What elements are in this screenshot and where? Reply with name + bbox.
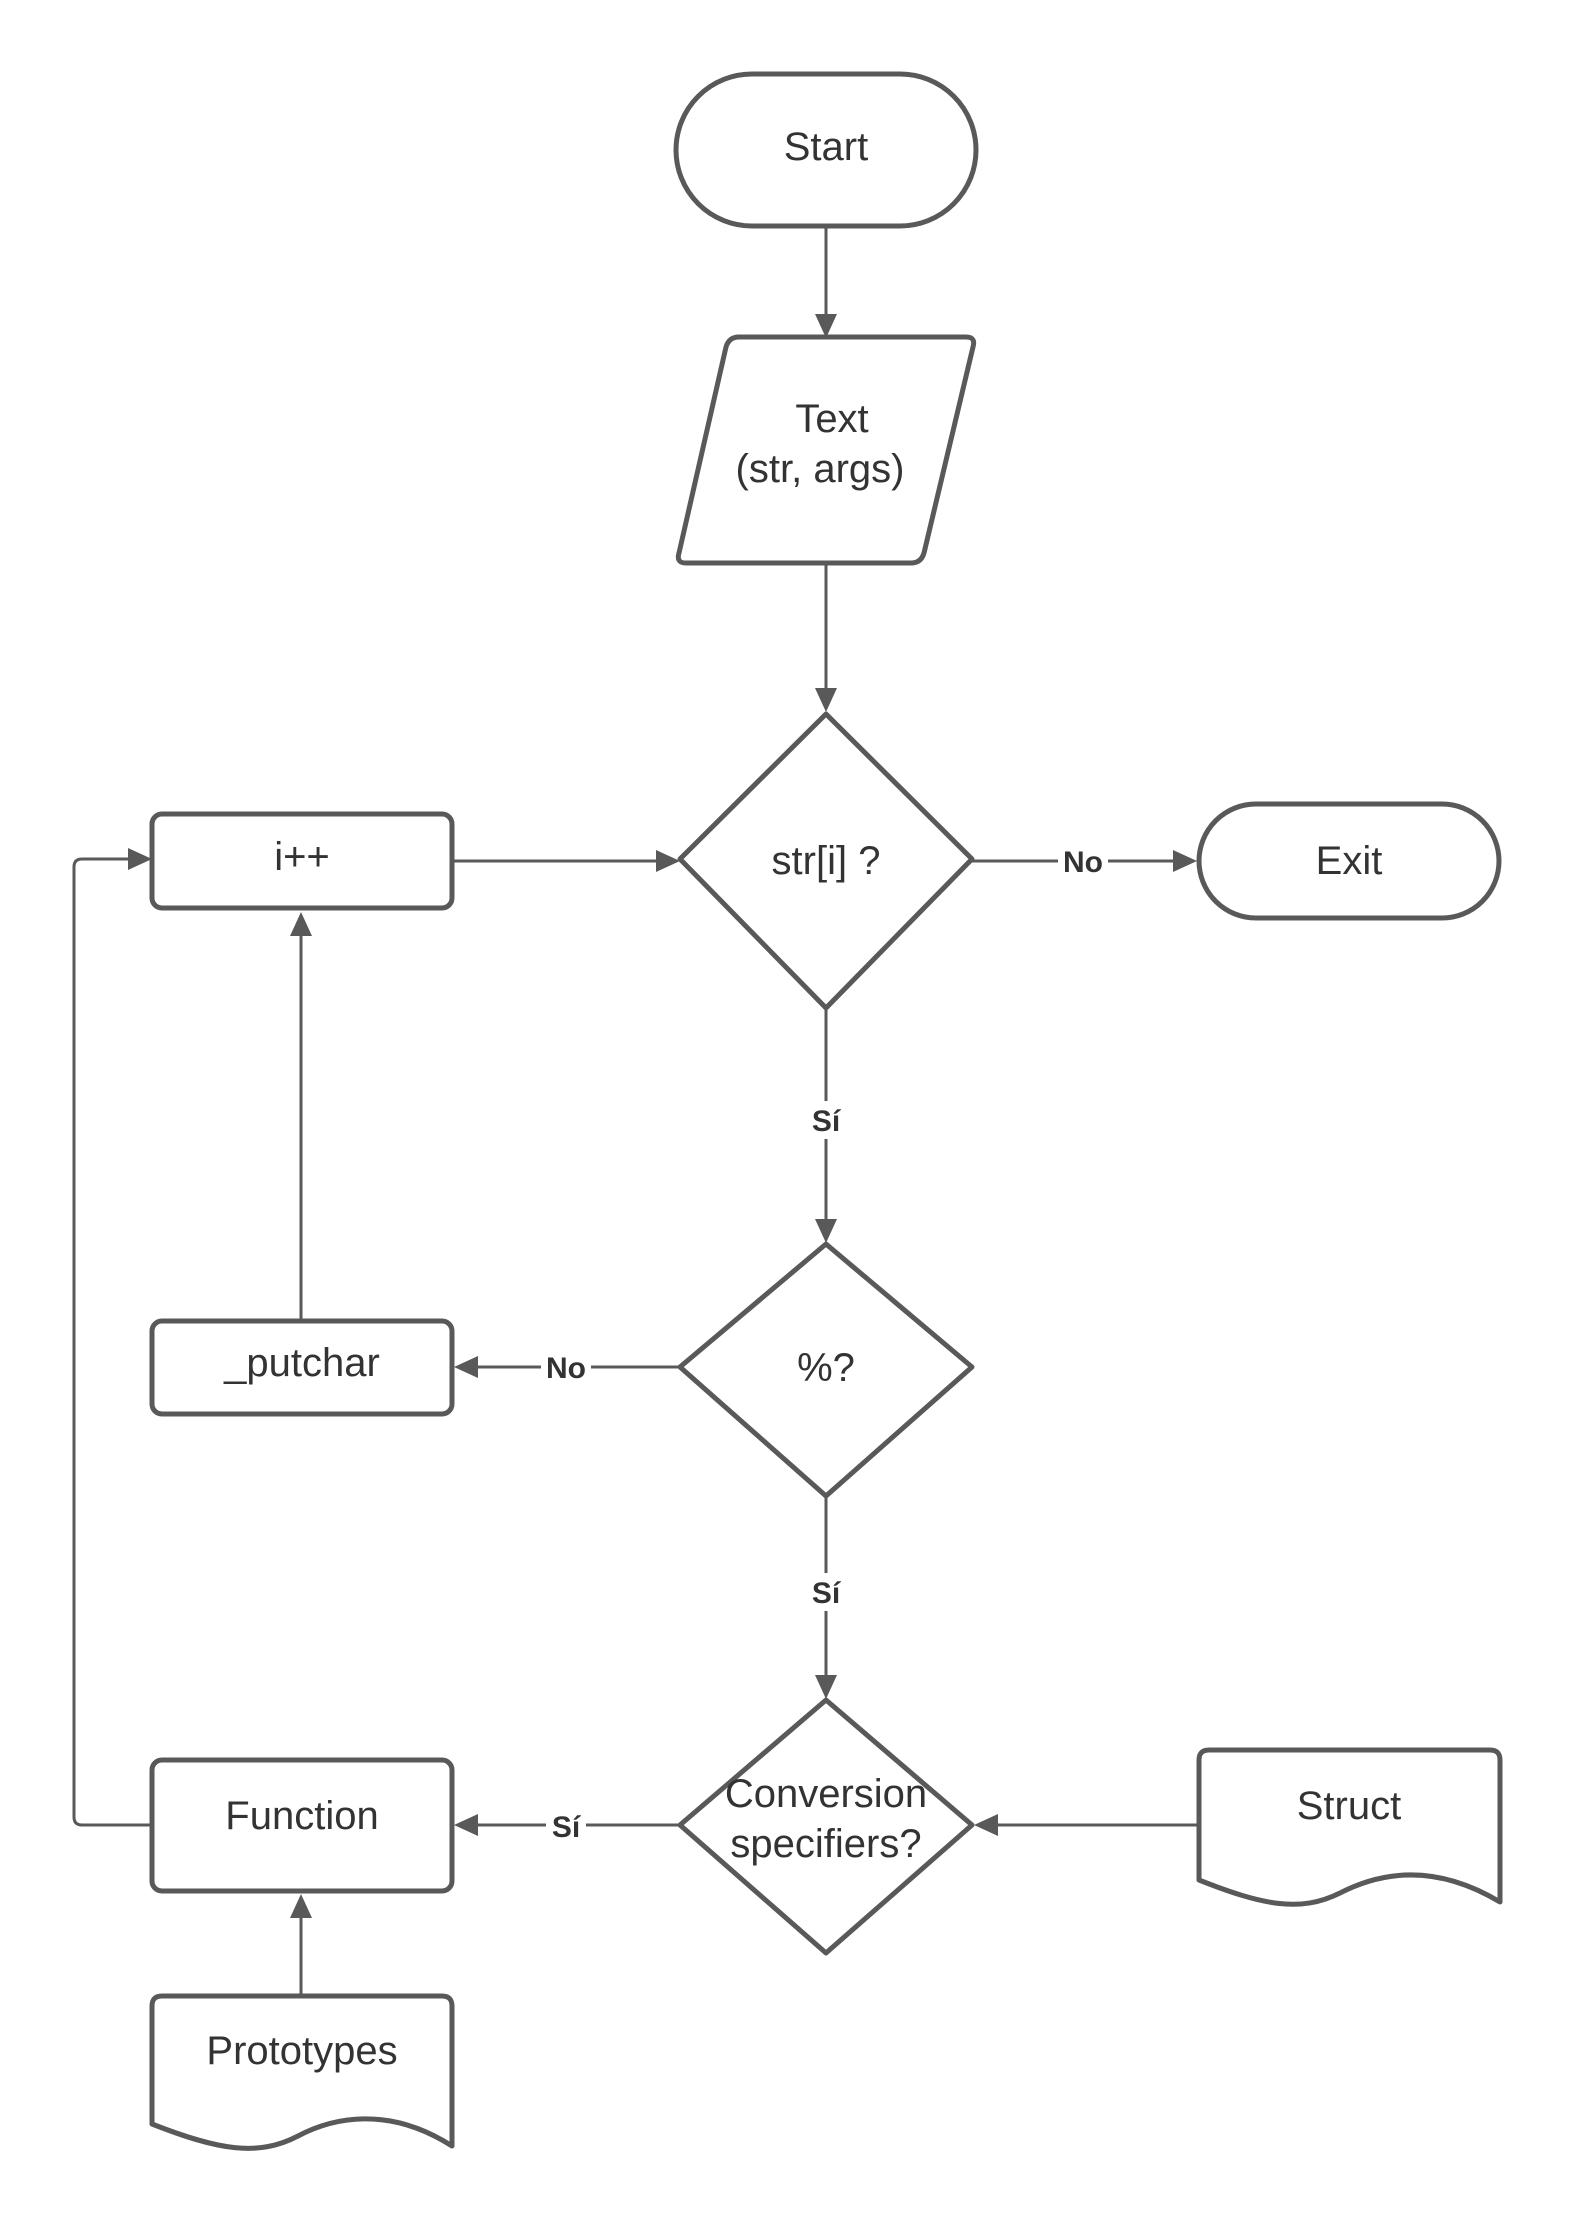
edge-prototypes-to-function <box>290 1894 312 1994</box>
edge-label-str-si: Sí <box>806 1101 846 1139</box>
svg-text:No: No <box>546 1352 586 1385</box>
edge-start-to-text <box>815 227 837 338</box>
edge-function-to-increment-loop <box>72 848 152 1827</box>
svg-text:No: No <box>1063 846 1103 879</box>
edge-text-to-str-check <box>815 563 837 712</box>
edge-putchar-to-increment <box>290 912 312 1322</box>
percent-check-decision: %? <box>677 1241 975 1499</box>
svg-text:Sí: Sí <box>812 1105 842 1138</box>
svg-text:Sí: Sí <box>812 1577 842 1610</box>
svg-text:str[i] ?: str[i] ? <box>772 839 881 883</box>
struct-document: Struct <box>1196 1747 1503 1907</box>
svg-text:Sí: Sí <box>552 1811 582 1844</box>
prototypes-document: Prototypes <box>149 1993 455 2151</box>
edge-label-percent-si: Sí <box>806 1573 846 1611</box>
svg-text:Start: Start <box>784 125 868 169</box>
svg-text:Function: Function <box>225 1794 378 1838</box>
svg-text:%?: %? <box>797 1346 855 1390</box>
svg-text:_putchar: _putchar <box>223 1341 380 1385</box>
edge-struct-to-conversion-check <box>974 1814 1199 1836</box>
edge-label-percent-no: No <box>541 1349 591 1385</box>
svg-text:Exit: Exit <box>1316 839 1383 883</box>
edge-label-str-no: No <box>1058 843 1108 879</box>
conversion-check-decision: Conversion specifiers? <box>677 1697 975 1956</box>
start-terminator: Start <box>673 71 979 229</box>
svg-text:Text: Text <box>795 397 868 441</box>
svg-text:Struct: Struct <box>1297 1784 1401 1828</box>
exit-terminator: Exit <box>1196 801 1502 921</box>
svg-text:Prototypes: Prototypes <box>206 2029 397 2073</box>
svg-text:specifiers?: specifiers? <box>730 1822 921 1866</box>
svg-text:(str, args): (str, args) <box>736 447 905 491</box>
svg-text:i++: i++ <box>274 835 330 879</box>
edge-increment-to-str-check <box>453 850 680 872</box>
text-input-parallelogram: Text (str, args) <box>675 334 977 566</box>
str-check-decision: str[i] ? <box>677 711 975 1011</box>
svg-text:Conversion: Conversion <box>725 1772 927 1816</box>
increment-process: i++ <box>149 811 455 911</box>
function-process: Function <box>149 1757 455 1894</box>
edge-label-conversion-si: Sí <box>546 1807 586 1845</box>
putchar-process: _putchar <box>149 1318 455 1417</box>
